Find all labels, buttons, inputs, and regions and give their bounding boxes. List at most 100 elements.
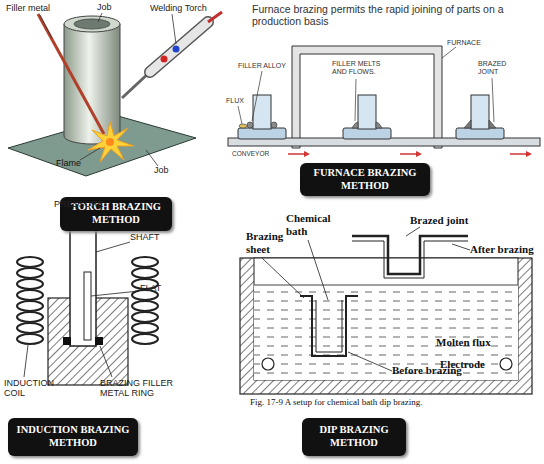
leader-line (80, 148, 100, 160)
coil-turn (17, 312, 43, 322)
coil-turn (17, 257, 43, 267)
coil-turn (132, 312, 158, 322)
method-box: FURNACE BRAZING METHOD (300, 163, 430, 196)
coil-turn (132, 268, 158, 278)
molten-flux (254, 285, 518, 380)
leader-line (406, 227, 420, 236)
part-label: Welding Torch (150, 3, 230, 13)
leader-line (252, 71, 262, 121)
coil-turn (17, 290, 43, 300)
part-base (238, 128, 286, 139)
leader-line (172, 14, 176, 44)
shaft (70, 222, 96, 346)
heading-note: Furnace brazing permits the rapid joinin… (252, 3, 542, 27)
leader-line (308, 240, 328, 300)
flux-surface (254, 285, 518, 286)
part-label: FILLER ALLOY (238, 62, 298, 70)
part-label: CONVEYOR (232, 150, 282, 157)
part-label: BRAZING FILLER METAL RING (100, 378, 200, 399)
part-label: Job (97, 2, 127, 12)
coil-turn (132, 334, 158, 344)
torch-valve-red (161, 56, 168, 63)
coil-turn (17, 279, 43, 289)
coil-turn (132, 301, 158, 311)
part-label: Brazing sheet (246, 230, 296, 255)
leader-line (492, 78, 494, 122)
coil-turn (17, 268, 43, 278)
electrode (500, 358, 512, 370)
part-label: Job (154, 165, 184, 175)
arrow-head (416, 151, 422, 157)
motion-arrow (288, 153, 304, 155)
torch-body-outline (150, 22, 208, 72)
leader-line (24, 345, 28, 377)
leader-line (91, 291, 139, 296)
brazed-fillet (489, 120, 496, 128)
leader-line (238, 106, 242, 124)
brazed-fillet (464, 120, 471, 128)
torch-valve-blue (173, 46, 180, 53)
part-tube (358, 95, 376, 129)
part-label: BRAZED JOINT (478, 60, 518, 76)
part-after-brazing (352, 236, 468, 274)
part-label: FLAT (140, 283, 180, 293)
method-box: DIP BRAZING METHOD (302, 418, 406, 456)
furnace-hood (292, 46, 442, 148)
torch-hose (208, 12, 222, 22)
coil-turn (132, 323, 158, 333)
part-label: PRESSURE (54, 199, 114, 209)
method-box: INDUCTION BRAZING METHOD (8, 418, 138, 456)
cylinder-top (64, 16, 120, 32)
melting-filler (376, 122, 382, 128)
method-title: INDUCTION BRAZING METHOD (12, 424, 134, 449)
method-title: FURNACE BRAZING METHOD (304, 167, 426, 192)
cylinder-bore (74, 19, 110, 29)
part-tube (253, 95, 271, 129)
leader-line (262, 258, 304, 298)
motion-arrow (400, 153, 416, 155)
leader-line (96, 242, 130, 252)
part-tube (471, 95, 489, 129)
leader-line (100, 346, 112, 377)
leader-line (40, 15, 52, 38)
part-label: Brazed joint (410, 214, 490, 227)
leader-line (348, 352, 392, 371)
electrode (262, 358, 274, 370)
arrow-head (526, 151, 532, 157)
part-label: SHAFT (130, 232, 180, 242)
leader-line (452, 244, 470, 250)
shaft-flat (84, 272, 91, 340)
part-label: Filler metal (6, 3, 76, 13)
filler-ring (247, 122, 253, 128)
leader-line (146, 150, 158, 166)
part-label: FURNACE (447, 39, 507, 47)
filler-ring-section (63, 337, 71, 345)
flame (88, 122, 134, 162)
leader-line (98, 13, 102, 22)
part-label: Flame (56, 158, 96, 168)
part-after-brazing (352, 241, 468, 278)
part-base (343, 128, 391, 139)
part-before-brazing (316, 300, 342, 352)
part-label: Molten flux (436, 336, 510, 349)
melting-filler (352, 122, 358, 128)
part-base (456, 128, 504, 139)
filler-ring-section (95, 337, 103, 345)
coil-turn (132, 257, 158, 267)
motion-arrow (510, 153, 526, 155)
torch-body (150, 22, 208, 72)
leader-line (355, 79, 356, 121)
method-title: DIP BRAZING METHOD (306, 424, 402, 449)
coil-turn (17, 323, 43, 333)
figure-caption: Fig. 17-9 A setup for chemical bath dip … (250, 397, 540, 407)
part-label: FILLER MELTS AND FLOWS. (332, 60, 390, 76)
part-before-brazing (300, 296, 358, 356)
tank-interior (254, 258, 518, 380)
part-label: Chemical bath (286, 212, 338, 237)
filler-rod (38, 14, 104, 134)
filler-ring (271, 122, 277, 128)
flux-dab (239, 124, 247, 128)
arrow-head (304, 151, 310, 157)
leader-line (442, 47, 456, 58)
